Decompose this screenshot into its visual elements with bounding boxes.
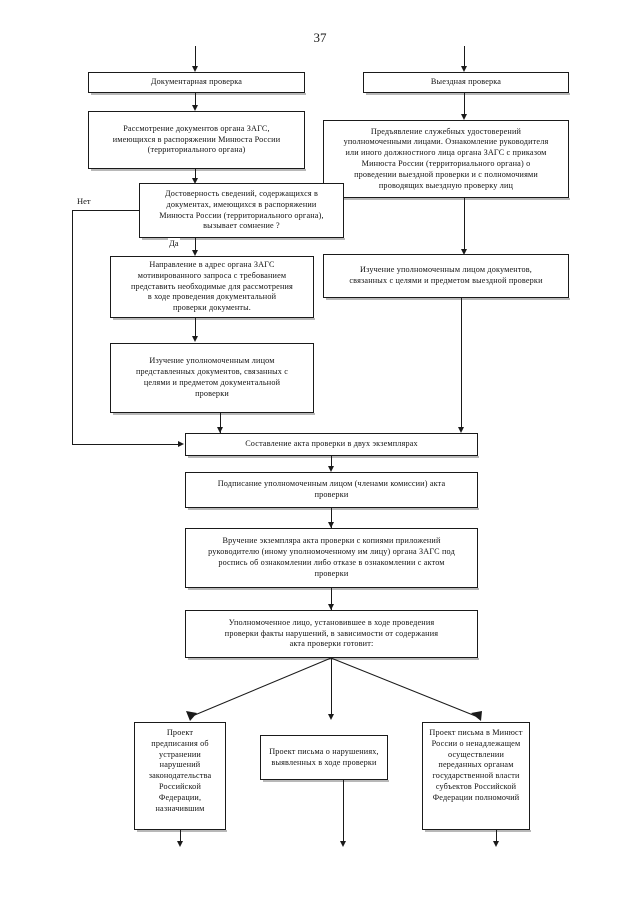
node-draft-letter-ministry-label: Проект письма в Минюст России о ненадлеж… [429,728,523,802]
node-deliver-report-copy-label: Вручение экземпляра акта проверки с копи… [208,536,455,578]
connector-n7-n8-line [195,318,196,340]
node-send-motivated-request[interactable]: Направление в адрес органа ЗАГС мотивиро… [110,256,315,320]
node-field-check[interactable]: Выездная проверка [363,72,570,95]
connector-n12-n14-arrow [327,714,334,720]
connector-no-horizontal-top [72,210,139,211]
connector-exit-2-line [343,780,344,845]
connector-entry-left-line [195,46,196,67]
connector-n12-n13-line [189,657,332,718]
node-present-credentials[interactable]: Предъявление служебных удостоверений упо… [323,120,570,200]
connector-n12-n15-arrow [471,711,482,721]
node-sign-report-label: Подписание уполномоченным лицом (членами… [217,479,446,499]
connector-n3-n5-arrow [191,178,198,184]
node-documentary-check-label: Документарная проверка [150,77,243,87]
connector-n2-n4-arrow [460,114,467,120]
node-field-check-label: Выездная проверка [430,77,502,87]
connector-no-arrow [178,440,184,447]
connector-entry-left-arrow [191,66,198,72]
connector-n6-n9-line [461,298,462,431]
connector-entry-right-arrow [460,66,467,72]
edge-label-no: Нет [76,196,92,206]
connector-n7-n8-arrow [191,336,198,342]
connector-exit-1-line [180,830,181,845]
connector-n8-n9-line [220,413,221,433]
connector-n9-n10-arrow [327,466,334,472]
node-draft-letter-violations[interactable]: Проект письма о нарушениях, выявленных в… [260,735,389,782]
node-documentary-check[interactable]: Документарная проверка [88,72,306,95]
node-deliver-report-copy[interactable]: Вручение экземпляра акта проверки с копи… [185,528,479,590]
node-study-submitted-documents[interactable]: Изучение уполномоченным лицом представле… [110,343,315,415]
node-study-documents-field-label: Изучение уполномоченным лицом документов… [349,265,543,285]
connector-yes-line [195,238,196,254]
node-draft-order-remedy[interactable]: Проект предписания об устранении нарушен… [134,722,227,832]
node-study-submitted-documents-label: Изучение уполномоченным лицом представле… [135,356,289,398]
connector-n8-n9-arrow [216,427,223,433]
node-authorized-person-prepares[interactable]: Уполномоченное лицо, установившее в ходе… [185,610,479,660]
node-present-credentials-label: Предъявление служебных удостоверений упо… [343,126,549,190]
connector-no-vertical [72,210,73,445]
connector-n1-n3-line [195,93,196,107]
edge-label-yes: Да [168,238,180,248]
connector-n3-n5-line [195,169,196,181]
node-review-zags-documents[interactable]: Рассмотрение документов органа ЗАГС, име… [88,111,306,171]
connector-n11-n12-line [331,588,332,610]
connector-n2-n4-line [464,93,465,116]
connector-n12-n15-line [330,657,479,718]
connector-exit-3-line [496,830,497,845]
connector-exit-2-arrow [339,841,346,847]
connector-entry-right-line [464,46,465,67]
connector-exit-3-arrow [492,841,499,847]
connector-n9-n10-line [331,456,332,469]
node-send-motivated-request-label: Направление в адрес органа ЗАГС мотивиро… [131,259,293,313]
node-draft-report-two-copies-label: Составление акта проверки в двух экземпл… [245,439,418,449]
connector-yes-arrow [191,250,198,256]
node-review-zags-documents-label: Рассмотрение документов органа ЗАГС, име… [112,123,281,155]
node-draft-report-two-copies[interactable]: Составление акта проверки в двух экземпл… [185,433,479,458]
connector-n12-n13-arrow [186,711,197,721]
connector-n10-n11-line [331,508,332,528]
connector-n4-n6-line [464,198,465,253]
connector-n1-n3-arrow [191,105,198,111]
connector-n6-n9-arrow [457,427,464,433]
node-reliability-decision[interactable]: Достоверность сведений, содержащихся в д… [139,183,345,240]
node-draft-letter-violations-label: Проект письма о нарушениях, выявленных в… [269,746,379,767]
page-number: 37 [313,30,327,45]
connector-n4-n6-arrow [460,249,467,255]
node-study-documents-field[interactable]: Изучение уполномоченным лицом документов… [323,254,570,300]
node-draft-letter-ministry[interactable]: Проект письма в Минюст России о ненадлеж… [422,722,531,832]
connector-n12-n14-line [331,658,332,718]
node-sign-report[interactable]: Подписание уполномоченным лицом (членами… [185,472,479,510]
connector-n10-n11-arrow [327,522,334,528]
node-reliability-decision-label: Достоверность сведений, содержащихся в д… [159,188,324,231]
node-draft-order-remedy-label: Проект предписания об устранении нарушен… [148,728,212,813]
node-authorized-person-prepares-label: Уполномоченное лицо, установившее в ходе… [224,617,439,649]
connector-exit-1-arrow [176,841,183,847]
connector-no-horizontal-bottom [72,444,180,445]
connector-n11-n12-arrow [327,604,334,610]
